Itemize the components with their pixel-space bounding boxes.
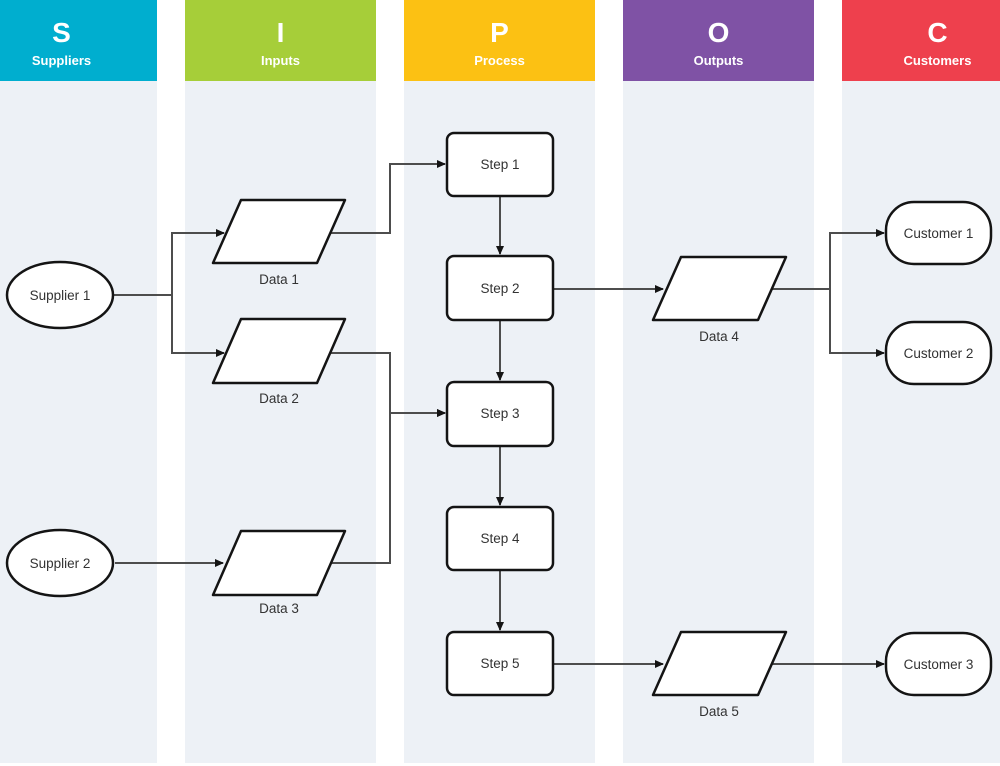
node-data5[interactable]: Data 5: [651, 630, 788, 719]
node-customer2[interactable]: Customer 2: [884, 320, 993, 386]
lane-customers-header[interactable]: [842, 0, 1000, 81]
connector-data4-customer2[interactable]: [772, 288, 885, 357]
lane-suppliers-label: Suppliers: [32, 53, 91, 68]
data3-parallelogram[interactable]: [211, 529, 347, 597]
customer3-terminator[interactable]: [884, 631, 993, 697]
step3-label: Step 3: [480, 406, 519, 421]
lane-customers-label: Customers: [904, 53, 972, 68]
node-step4[interactable]: Step 4: [445, 505, 555, 572]
data5-parallelogram[interactable]: [651, 630, 788, 697]
node-step2[interactable]: Step 2: [445, 254, 555, 322]
connector-supplier1-data2[interactable]: [113, 294, 225, 357]
step5-label: Step 5: [480, 656, 519, 671]
data2-label: Data 2: [259, 391, 299, 406]
data5-label: Data 5: [699, 704, 739, 719]
lane-suppliers-bg: [0, 0, 157, 763]
node-step3[interactable]: Step 3: [445, 380, 555, 448]
lane-suppliers: S Suppliers: [0, 0, 157, 763]
step4-label: Step 4: [480, 531, 520, 546]
customer1-label: Customer 1: [904, 226, 974, 241]
customer2-terminator[interactable]: [884, 320, 993, 386]
step4-rect[interactable]: [445, 505, 555, 572]
node-customer1[interactable]: Customer 1: [884, 200, 993, 266]
data4-label: Data 4: [699, 329, 739, 344]
node-supplier2[interactable]: Supplier 2: [5, 528, 115, 598]
step2-rect[interactable]: [445, 254, 555, 322]
data1-label: Data 1: [259, 272, 299, 287]
node-supplier1[interactable]: Supplier 1: [5, 260, 115, 330]
lane-suppliers-header[interactable]: [0, 0, 157, 81]
node-data1[interactable]: Data 1: [211, 198, 347, 287]
node-data2[interactable]: Data 2: [211, 317, 347, 406]
step5-rect[interactable]: [445, 630, 555, 697]
lane-outputs-label: Outputs: [694, 53, 744, 68]
connector-data3-step3[interactable]: [331, 409, 446, 564]
data1-parallelogram[interactable]: [211, 198, 347, 265]
customer3-label: Customer 3: [904, 657, 974, 672]
node-step5[interactable]: Step 5: [445, 630, 555, 697]
node-step1[interactable]: Step 1: [445, 131, 555, 198]
lane-process-header[interactable]: [404, 0, 595, 81]
step2-label: Step 2: [480, 281, 519, 296]
lane-suppliers-letter: S: [52, 17, 71, 48]
lane-inputs-header[interactable]: [185, 0, 376, 81]
lane-inputs-letter: I: [277, 17, 285, 48]
supplier2-label: Supplier 2: [30, 556, 91, 571]
supplier2-ellipse[interactable]: [5, 528, 115, 598]
lane-process-label: Process: [474, 53, 525, 68]
lane-customers-letter: C: [927, 17, 947, 48]
step1-label: Step 1: [480, 157, 519, 172]
customer2-label: Customer 2: [904, 346, 974, 361]
customer1-terminator[interactable]: [884, 200, 993, 266]
data3-label: Data 3: [259, 601, 299, 616]
lane-outputs-letter: O: [708, 17, 730, 48]
step3-rect[interactable]: [445, 380, 555, 448]
supplier1-label: Supplier 1: [30, 288, 91, 303]
step1-rect[interactable]: [445, 131, 555, 198]
supplier1-ellipse[interactable]: [5, 260, 115, 330]
data2-parallelogram[interactable]: [211, 317, 347, 385]
lane-process-letter: P: [490, 17, 509, 48]
node-customer3[interactable]: Customer 3: [884, 631, 993, 697]
lane-inputs-label: Inputs: [261, 53, 300, 68]
node-data4[interactable]: Data 4: [651, 255, 788, 344]
node-data3[interactable]: Data 3: [211, 529, 347, 616]
connectors: [113, 160, 885, 668]
lane-outputs-header[interactable]: [623, 0, 814, 81]
connector-data1-step1[interactable]: [330, 160, 446, 234]
data4-parallelogram[interactable]: [651, 255, 788, 322]
